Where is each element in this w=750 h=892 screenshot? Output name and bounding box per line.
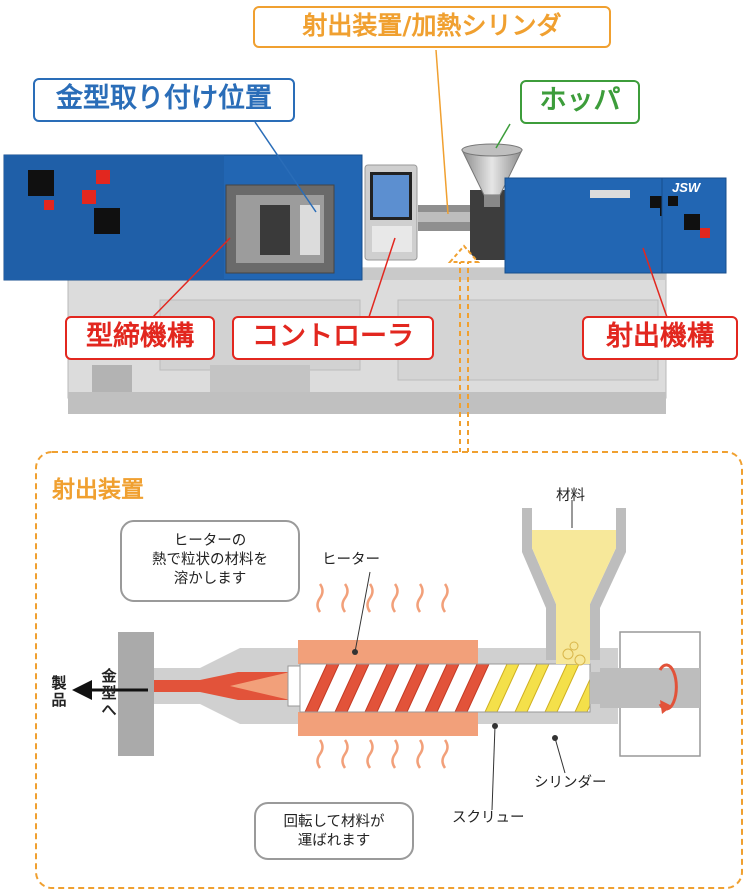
injection-molding-machine: JSW bbox=[3, 143, 727, 414]
product-label: 製品 bbox=[51, 674, 67, 709]
heat-wave bbox=[416, 583, 424, 613]
label-injection-cylinder: 射出装置/加熱シリンダ bbox=[253, 6, 611, 48]
heat-wave bbox=[341, 583, 349, 613]
cylinder-label: シリンダー bbox=[534, 775, 607, 791]
rotate-bubble: 回転して材料が 運ばれます bbox=[254, 802, 414, 860]
jsw-logo: JSW bbox=[672, 180, 702, 195]
heat-wave bbox=[416, 739, 424, 769]
heater-band bbox=[298, 640, 478, 664]
screw-flight bbox=[514, 664, 550, 712]
heater-label: ヒーター bbox=[322, 552, 380, 568]
label-hopper: ホッパ bbox=[520, 80, 640, 124]
screw-flight bbox=[364, 664, 400, 712]
label-controller: コントローラ bbox=[232, 316, 434, 360]
label-mold-mount: 金型取り付け位置 bbox=[33, 78, 295, 122]
heat-wave bbox=[441, 583, 449, 613]
screw-flight bbox=[544, 664, 580, 712]
screw-flight bbox=[424, 664, 460, 712]
heat-wave bbox=[366, 739, 374, 769]
leader-lines bbox=[149, 49, 669, 321]
to-mold-label: 金型へ bbox=[101, 667, 117, 719]
screw-flight bbox=[454, 664, 490, 712]
heat-wave bbox=[316, 739, 324, 769]
heat-wave bbox=[441, 739, 449, 769]
screw-flight bbox=[394, 664, 430, 712]
heat-wave bbox=[391, 739, 399, 769]
heat-wave bbox=[341, 739, 349, 769]
heater-bubble: ヒーターの 熱で粒状の材料を 溶かします bbox=[120, 520, 300, 602]
screw-flight bbox=[304, 664, 340, 712]
injection-diagram bbox=[72, 500, 701, 811]
injection-section-frame bbox=[35, 451, 743, 889]
section-connector bbox=[447, 244, 481, 452]
heat-wave bbox=[366, 583, 374, 613]
heat-wave bbox=[316, 583, 324, 613]
heat-wave bbox=[391, 583, 399, 613]
section-title: 射出装置 bbox=[52, 477, 144, 503]
screw-label: スクリュー bbox=[452, 810, 525, 826]
label-clamping: 型締機構 bbox=[65, 316, 215, 360]
screw-flight bbox=[334, 664, 370, 712]
label-injection-mechanism: 射出機構 bbox=[582, 316, 738, 360]
material-label: 材料 bbox=[556, 488, 585, 504]
screw-flight bbox=[484, 664, 520, 712]
